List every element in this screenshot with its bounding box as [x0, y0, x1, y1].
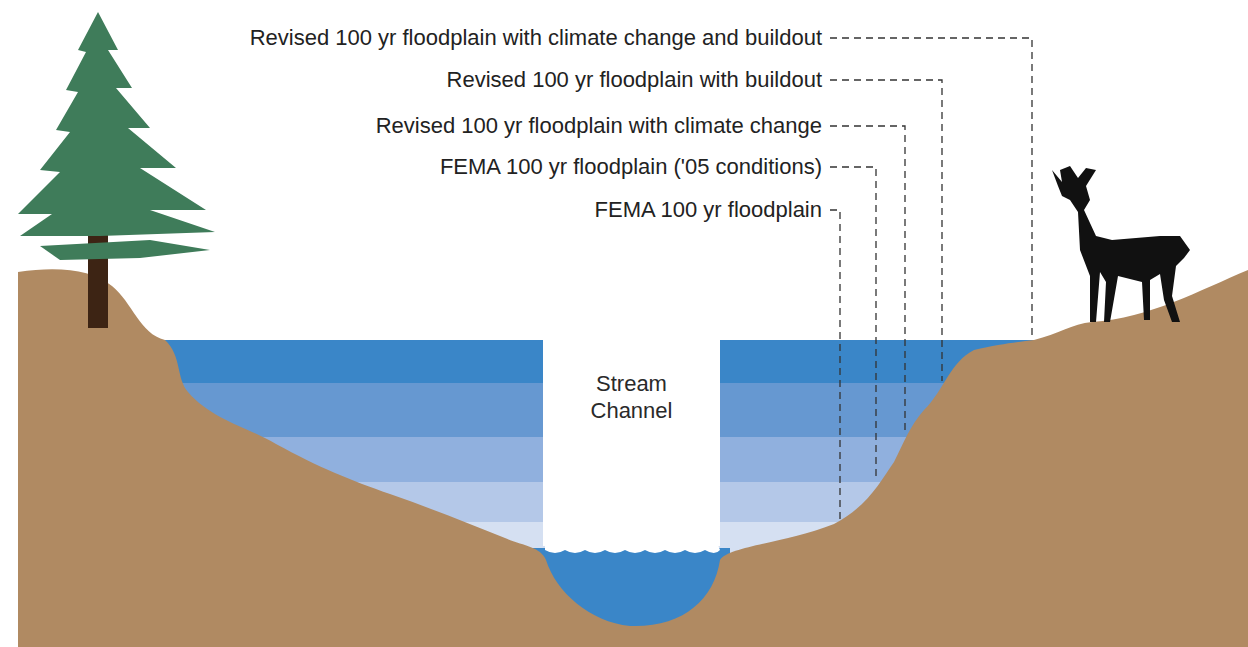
floodplain-label: Revised 100 yr floodplain with climate c…	[250, 25, 822, 51]
floodplain-label: FEMA 100 yr floodplain ('05 conditions)	[440, 154, 822, 180]
ground	[18, 269, 1248, 647]
tree	[18, 12, 215, 328]
floodplain-label: Revised 100 yr floodplain with climate c…	[376, 113, 822, 139]
channel-label: Stream Channel	[565, 370, 698, 424]
floodplain-label: Revised 100 yr floodplain with buildout	[447, 67, 822, 93]
stream-channel-box: Stream Channel	[543, 340, 720, 546]
water-ripple	[545, 545, 720, 553]
deer-silhouette	[1052, 166, 1190, 322]
leader-lines	[830, 38, 1032, 520]
floodplain-label: FEMA 100 yr floodplain	[595, 197, 822, 223]
